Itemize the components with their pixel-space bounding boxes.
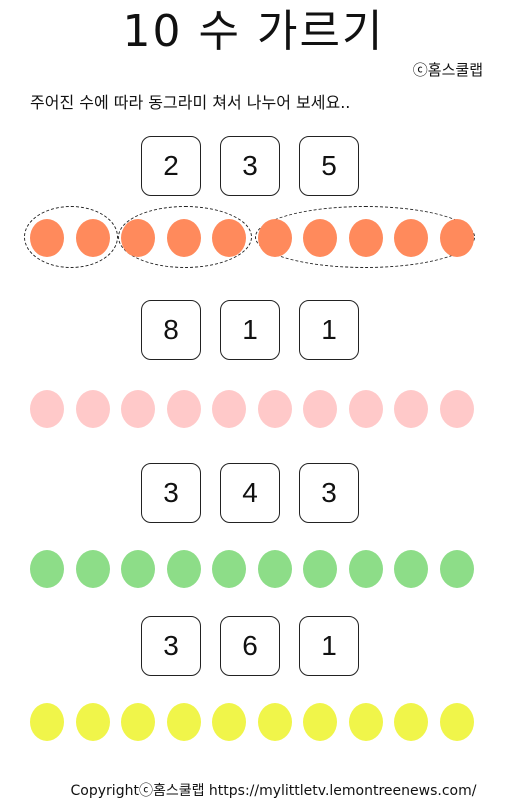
- problem-1-part-b-box: 5: [299, 136, 359, 196]
- counting-dot: [30, 550, 64, 588]
- group-loop-3: [118, 206, 252, 268]
- counting-dot: [166, 550, 201, 588]
- problem-3-dot-row[interactable]: [0, 550, 507, 610]
- counting-dot: [257, 703, 292, 741]
- counting-dot: [439, 550, 474, 588]
- problem-4-part-b-box: 1: [299, 616, 359, 676]
- counting-dot: [439, 219, 474, 257]
- counting-dot: [394, 219, 428, 257]
- problem-1-part-a-box: 3: [220, 136, 280, 196]
- counting-dot: [394, 390, 428, 428]
- counting-dot: [303, 219, 337, 257]
- counting-dot: [121, 550, 155, 588]
- counting-dot: [30, 219, 64, 257]
- counting-dot: [303, 703, 337, 741]
- problem-3-total-box: 3: [141, 463, 201, 523]
- counting-dot: [439, 703, 474, 741]
- counting-dot: [212, 550, 246, 588]
- problem-4-dot-row[interactable]: [0, 703, 507, 763]
- problem-3-part-a-box: 4: [220, 463, 280, 523]
- counting-dot: [166, 703, 201, 741]
- counting-dot: [30, 703, 64, 741]
- counting-dot: [121, 703, 155, 741]
- brand-label: ⓒ홈스쿨랩: [412, 61, 483, 79]
- counting-dot: [212, 390, 246, 428]
- counting-dot: [75, 219, 110, 257]
- problem-1-total-box: 2: [141, 136, 201, 196]
- counting-dot: [348, 550, 383, 588]
- problem-3-part-b-box: 3: [299, 463, 359, 523]
- group-loop-5: [255, 206, 475, 268]
- counting-dot: [30, 390, 64, 428]
- counting-dot: [212, 703, 246, 741]
- counting-dot: [212, 219, 246, 257]
- counting-dot: [257, 219, 292, 257]
- problem-2-dot-row[interactable]: [0, 390, 507, 450]
- counting-dot: [439, 390, 474, 428]
- counting-dot: [121, 219, 155, 257]
- problem-3-number-boxes: 3 4 3: [0, 463, 507, 527]
- counting-dot: [348, 219, 383, 257]
- problem-2-part-b-box: 1: [299, 300, 359, 360]
- counting-dot: [75, 390, 110, 428]
- group-loop-2: [24, 206, 118, 268]
- counting-dot: [121, 390, 155, 428]
- problem-2-number-boxes: 8 1 1: [0, 300, 507, 364]
- problem-4-part-a-box: 6: [220, 616, 280, 676]
- instruction-text: 주어진 수에 따라 동그라미 쳐서 나누어 보세요..: [30, 93, 351, 112]
- counting-dot: [394, 703, 428, 741]
- worksheet-title: 10 수 가르기: [122, 6, 385, 57]
- counting-dot: [303, 550, 337, 588]
- problem-1-dot-row[interactable]: [0, 206, 507, 279]
- counting-dot: [303, 390, 337, 428]
- counting-dot: [257, 390, 292, 428]
- counting-dot: [166, 219, 201, 257]
- counting-dot: [166, 390, 201, 428]
- counting-dot: [348, 703, 383, 741]
- counting-dot: [257, 550, 292, 588]
- problem-2-part-a-box: 1: [220, 300, 280, 360]
- counting-dot: [348, 390, 383, 428]
- problem-4-number-boxes: 3 6 1: [0, 616, 507, 680]
- counting-dot: [75, 703, 110, 741]
- copyright-footer: Copyrightⓒ홈스쿨랩 https://mylittletv.lemont…: [70, 783, 477, 799]
- problem-4-total-box: 3: [141, 616, 201, 676]
- counting-dot: [75, 550, 110, 588]
- problem-1-number-boxes: 2 3 5: [0, 136, 507, 200]
- counting-dot: [394, 550, 428, 588]
- problem-2-total-box: 8: [141, 300, 201, 360]
